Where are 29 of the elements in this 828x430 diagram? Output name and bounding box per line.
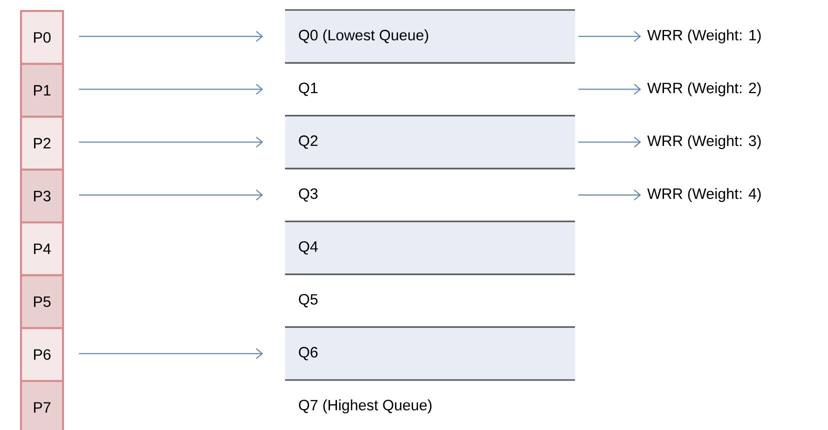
queue-row: Q2: [285, 117, 576, 168]
queue-row: Q6: [285, 328, 576, 380]
arrow: [578, 30, 641, 42]
queue-row: Q3: [285, 168, 575, 222]
arrow: [78, 84, 263, 95]
scheduler-label: WRR (Weight: 4): [647, 188, 761, 202]
scheduler-label: WRR (Weight: 2): [647, 82, 761, 96]
port-cell: P5: [20, 274, 64, 330]
queue-row: Q5: [285, 274, 575, 328]
queue-row: Q1: [285, 62, 575, 116]
queue-row: Q4: [285, 222, 576, 274]
port-cell: P2: [20, 116, 64, 171]
arrow: [78, 348, 263, 360]
port-cell: P6: [20, 327, 64, 382]
scheduler-label: WRR (Weight: 3): [647, 135, 761, 150]
arrow: [78, 30, 263, 42]
queue-row: Q0 (Lowest Queue): [285, 9, 576, 62]
scheduler-label: WRR (Weight: 1): [647, 29, 761, 44]
port-cell: P1: [20, 62, 64, 118]
arrow: [578, 84, 641, 95]
arrow: [78, 136, 263, 148]
arrow: [578, 136, 641, 148]
port-cell: P0: [20, 10, 64, 65]
port-cell: P3: [20, 168, 64, 224]
port-cell: P7: [20, 380, 64, 430]
port-cell: P4: [20, 221, 64, 276]
queue-row: Q7 (Highest Queue): [285, 379, 575, 414]
arrow: [578, 190, 641, 200]
arrow: [78, 190, 263, 200]
